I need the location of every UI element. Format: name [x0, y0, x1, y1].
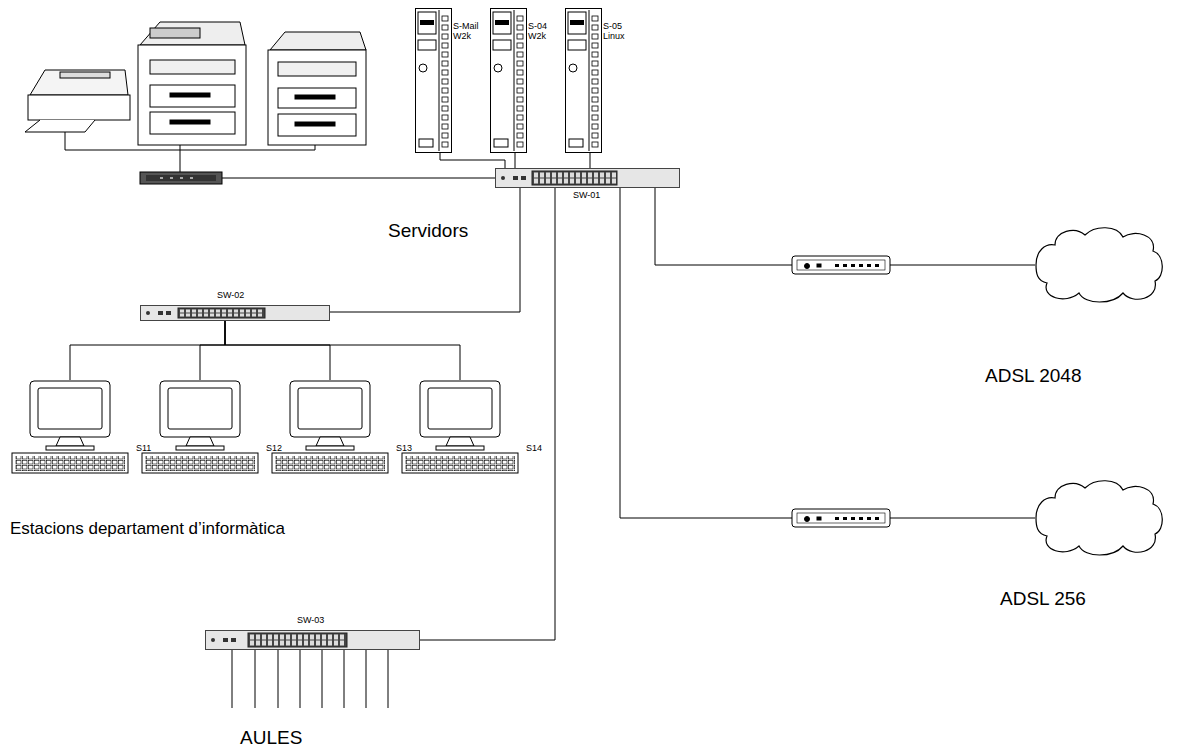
network-switch: SW-03 [205, 630, 420, 650]
node-label: SW-01 [573, 191, 600, 201]
network-cable [200, 321, 225, 380]
node-label: S-05 Linux [603, 22, 637, 42]
caption-label: AULES [240, 727, 302, 749]
server-tower: S-05 Linux [565, 8, 637, 153]
network-cable [225, 321, 460, 380]
server-tower: S-Mail W2k [415, 8, 487, 153]
network-cable [620, 188, 1035, 518]
switch-symbol [140, 305, 330, 321]
pc-symbol [400, 380, 520, 475]
workstation: S12 [140, 380, 260, 475]
network-switch: SW-01 [495, 168, 680, 188]
network-cable [420, 188, 555, 640]
node-label: S14 [526, 444, 542, 454]
node-label: S13 [396, 444, 412, 454]
node-label: S11 [136, 444, 151, 454]
network-cable [655, 188, 1035, 265]
caption-label: Servidors [388, 220, 468, 242]
network-cable [515, 153, 516, 168]
network-switch: SW-02 [140, 305, 330, 321]
workstation: S14 [400, 380, 520, 475]
cloud-symbol [1035, 225, 1165, 305]
node-label: S-04 W2k [528, 22, 562, 42]
network-cable [330, 188, 520, 312]
node-label: ADSL 2048 [985, 366, 1081, 387]
network-cable [70, 321, 225, 380]
pc-symbol [270, 380, 390, 475]
server-tower: S-04 W2k [490, 8, 562, 153]
caption-label: Estacions departament d’informàtica [10, 519, 285, 539]
pc-symbol [140, 380, 260, 475]
switch-symbol [205, 630, 420, 650]
internet-cloud: ADSL 2048 [1035, 225, 1165, 305]
network-cable [440, 153, 505, 168]
node-label: SW-02 [217, 291, 244, 301]
switch-symbol [495, 168, 680, 188]
pc-symbol [10, 380, 130, 475]
network-cable [590, 153, 591, 168]
node-label: SW-03 [297, 616, 324, 626]
node-label: S12 [266, 444, 282, 454]
node-label: S-Mail W2k [453, 22, 487, 42]
node-label: ADSL 256 [1000, 589, 1086, 610]
internet-cloud: ADSL 256 [1035, 478, 1165, 558]
network-cable [225, 321, 330, 380]
workstation: S11 [10, 380, 130, 475]
cloud-symbol [1035, 478, 1165, 558]
workstation: S13 [270, 380, 390, 475]
